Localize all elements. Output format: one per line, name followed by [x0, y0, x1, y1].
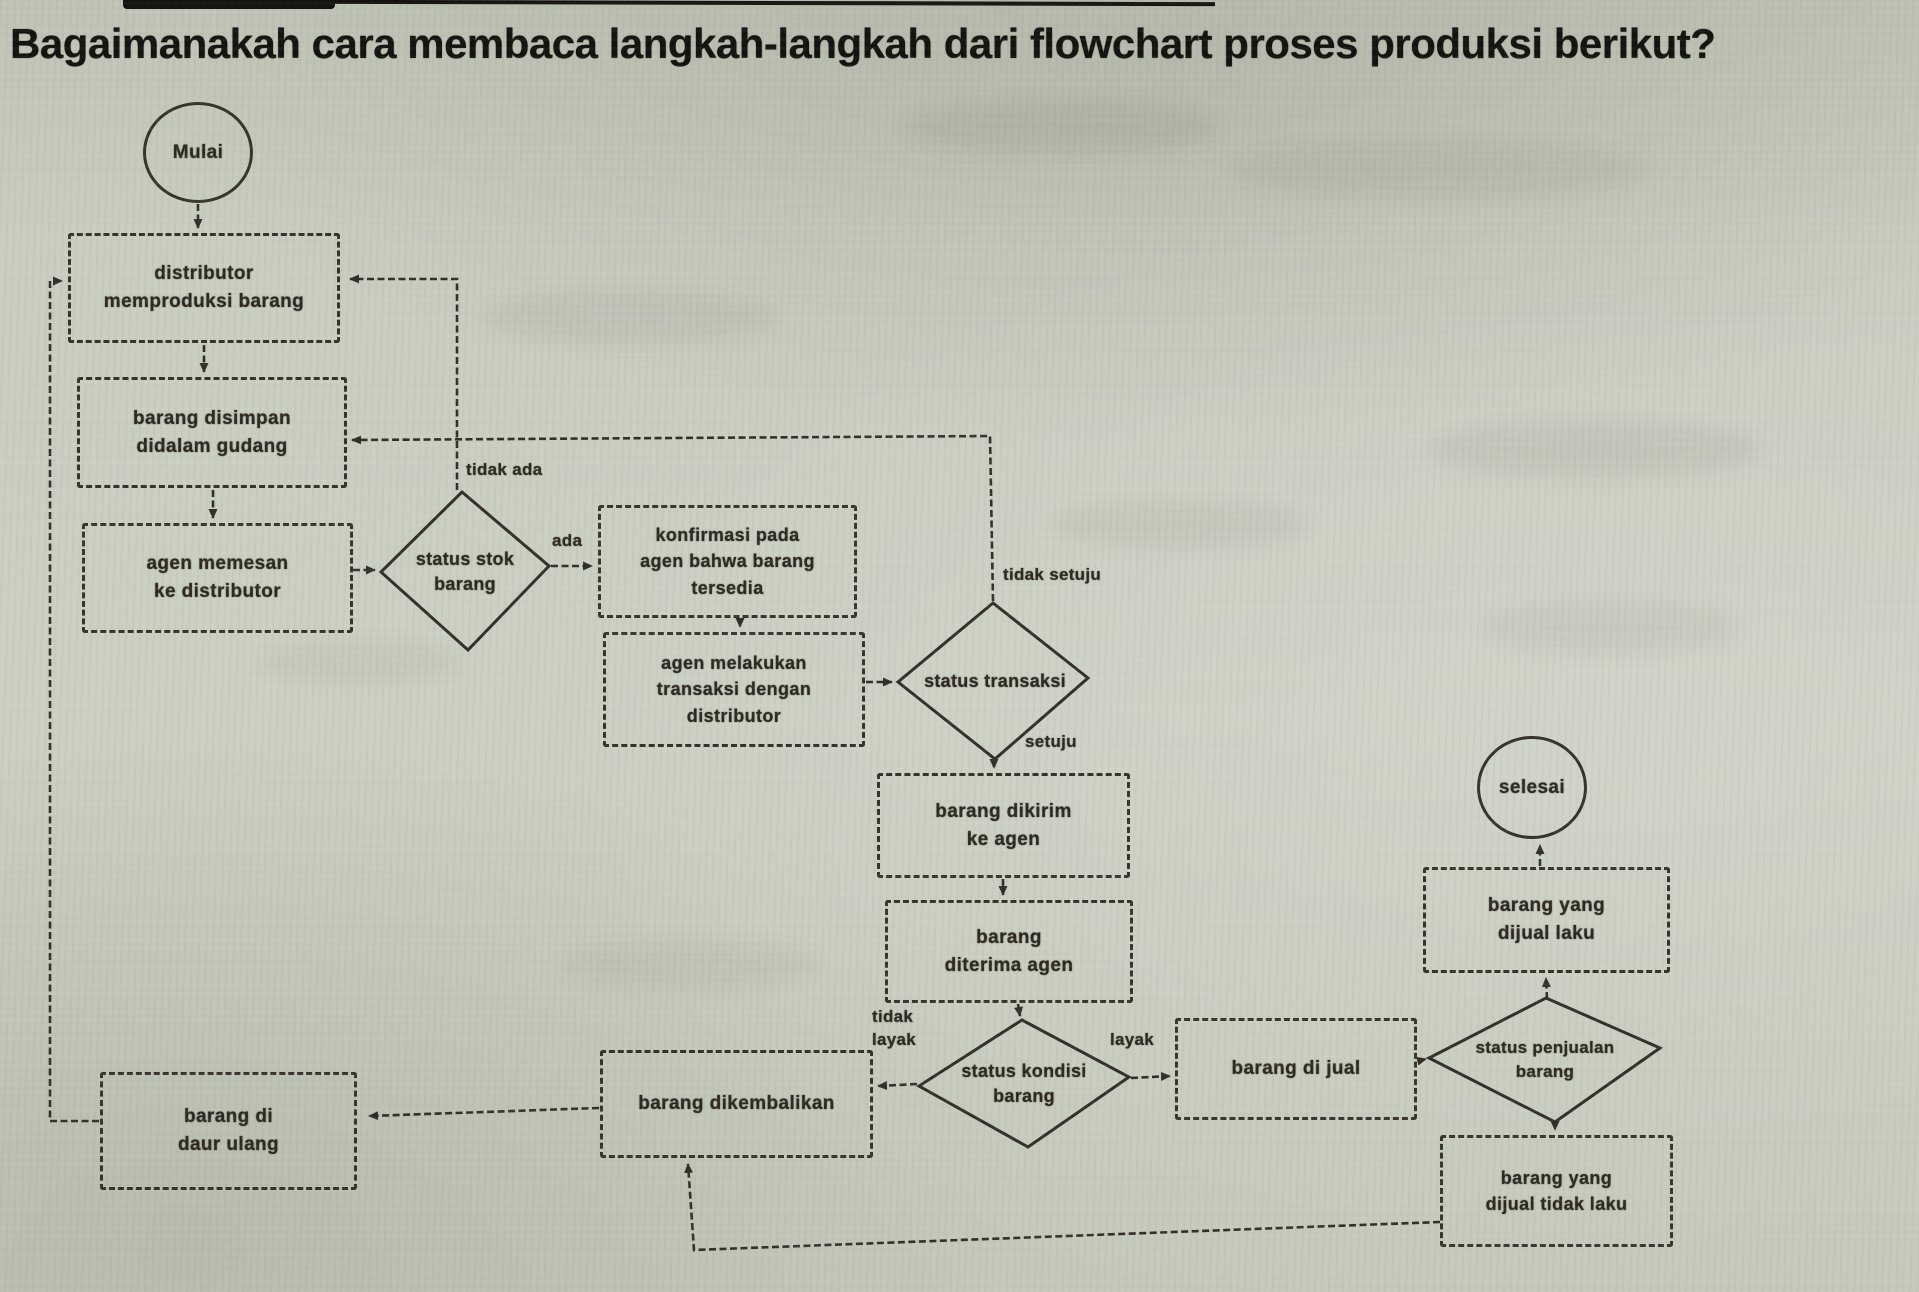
- status-penjualan-diamond-shape: [1425, 996, 1664, 1124]
- node-label: barang: [993, 1086, 1055, 1106]
- node-label: tersedia: [691, 577, 764, 598]
- node-label: selesai: [1498, 776, 1566, 798]
- node-label: agen bahwa barang: [640, 551, 815, 572]
- node-mulai: Mulai: [143, 102, 253, 203]
- node-label: barang: [1515, 1062, 1575, 1081]
- edge-status-penjualan-to-laku: [1541, 977, 1551, 1000]
- node-label: status penjualan: [1475, 1038, 1615, 1058]
- node-label: Mulai: [172, 141, 224, 163]
- node-label: ke distributor: [153, 581, 281, 602]
- node-barang-diterima: barang diterima agen: [885, 900, 1133, 1003]
- node-agen-melakukan-transaksi: agen melakukan transaksi dengan distribu…: [603, 632, 865, 747]
- node-label: distributor: [154, 263, 254, 285]
- node-barang-dijual: barang di jual: [1175, 1018, 1417, 1120]
- node-label: agen melakukan: [661, 653, 807, 674]
- node-label: distributor: [686, 705, 782, 726]
- node-barang-dijual-laku: barang yang dijual laku: [1423, 867, 1670, 973]
- edge-status-transaksi-tidak-setuju-to-gudang: [351, 434, 995, 602]
- status-kondisi-diamond-shape: [916, 1018, 1132, 1149]
- node-label: barang di: [183, 1106, 274, 1128]
- node-status-penjualan: status penjualan barang: [1460, 1030, 1630, 1090]
- node-status-stok: status stok barang: [390, 534, 540, 610]
- node-label: barang: [976, 926, 1042, 948]
- status-transaksi-diamond-shape: [895, 601, 1091, 761]
- node-barang-daur-ulang: barang di daur ulang: [100, 1072, 357, 1190]
- branch-label-tidak-ada: tidak ada: [466, 460, 543, 479]
- node-barang-dikembalikan: barang dikembalikan: [600, 1050, 873, 1158]
- node-label: barang yang: [1500, 1167, 1613, 1188]
- branch-label-ada: ada: [552, 531, 583, 550]
- question-title: Bagaimanakah cara membaca langkah-langka…: [10, 20, 1716, 67]
- node-label: status stok: [415, 548, 515, 569]
- node-agen-memesan: agen memesan ke distributor: [82, 523, 353, 633]
- node-label: barang disimpan: [132, 407, 292, 429]
- branch-label-setuju: setuju: [1025, 732, 1077, 751]
- node-konfirmasi-pada-agen: konfirmasi pada agen bahwa barang tersed…: [598, 505, 857, 618]
- node-label: dijual tidak laku: [1485, 1194, 1628, 1214]
- edge-daur-ulang-to-distributor: [48, 276, 99, 1123]
- edge-tidak-laku-to-dikembalikan: [684, 1163, 1441, 1252]
- node-label: konfirmasi pada: [655, 525, 800, 546]
- node-barang-disimpan-gudang: barang disimpan didalam gudang: [77, 377, 347, 488]
- edge-status-stok-tidak-ada-to-distributor: [349, 274, 459, 490]
- edge-dijual-to-status-penjualan: [1416, 1056, 1427, 1066]
- node-distributor-memproduksi: distributor memproduksi barang: [68, 233, 340, 343]
- node-label: status transaksi: [924, 671, 1066, 692]
- node-label: dijual laku: [1497, 923, 1596, 944]
- node-label: status kondisi: [961, 1060, 1087, 1081]
- edge-status-kondisi-layak-to-dijual: [1130, 1071, 1171, 1081]
- node-label: diterima agen: [944, 954, 1074, 976]
- node-label: transaksi dengan: [656, 679, 812, 700]
- edge-diterima-to-status-kondisi: [1014, 1003, 1023, 1017]
- node-label: barang di jual: [1231, 1058, 1361, 1080]
- branch-label-layak: layak: [1110, 1030, 1155, 1049]
- edge-status-kondisi-tidak-layak-to-dikembalikan: [877, 1081, 918, 1091]
- branch-label-tidak-layak: tidak layak: [872, 1007, 917, 1049]
- node-label: barang dikembalikan: [638, 1093, 835, 1115]
- node-status-transaksi: status transaksi: [910, 664, 1080, 700]
- node-label: didalam gudang: [136, 435, 288, 457]
- node-label: barang dikirim: [935, 800, 1072, 822]
- node-selesai: selesai: [1477, 736, 1587, 839]
- node-label: daur ulang: [177, 1134, 280, 1155]
- node-label: agen memesan: [146, 553, 289, 575]
- status-stok-diamond-shape: [378, 489, 552, 653]
- edge-dikembalikan-to-daur-ulang: [368, 1106, 600, 1121]
- node-barang-dikirim: barang dikirim ke agen: [877, 773, 1130, 878]
- node-label: ke agen: [966, 828, 1041, 850]
- branch-label-tidak-setuju: tidak setuju: [1003, 565, 1102, 584]
- node-status-kondisi: status kondisi barang: [944, 1053, 1104, 1115]
- node-label: barang yang: [1487, 895, 1606, 917]
- node-label: memproduksi barang: [103, 291, 305, 312]
- node-label: barang: [434, 574, 496, 594]
- node-barang-dijual-tidak-laku: barang yang dijual tidak laku: [1440, 1135, 1673, 1247]
